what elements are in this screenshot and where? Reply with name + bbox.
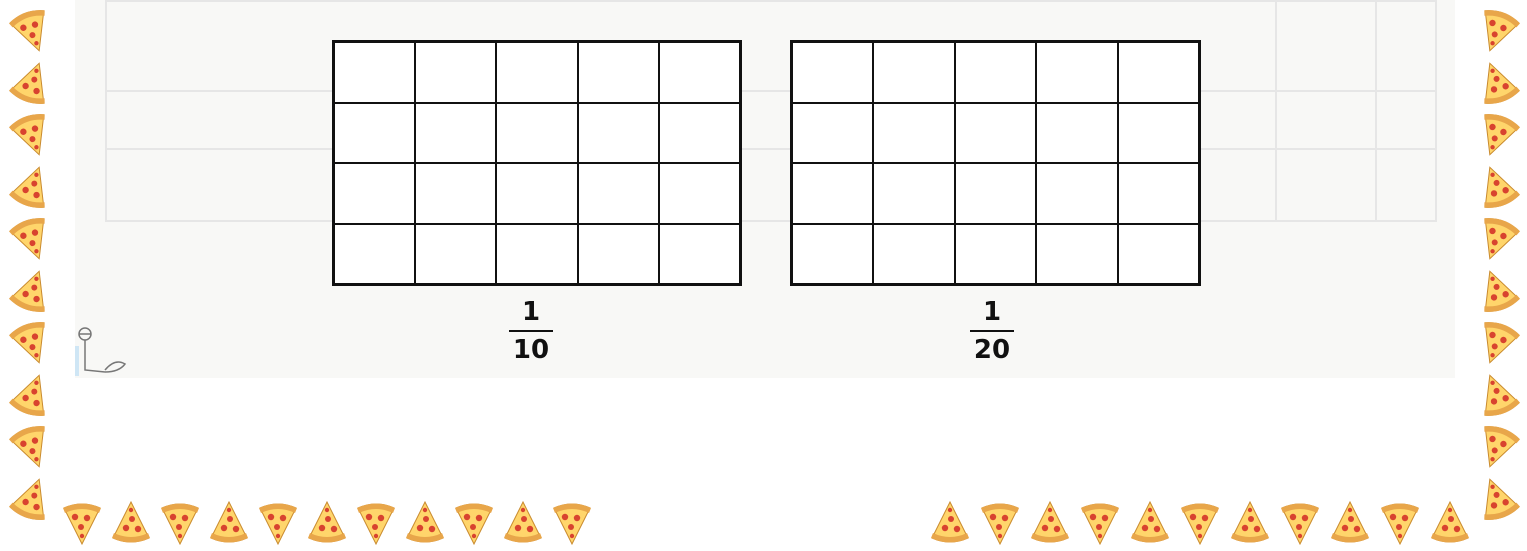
pizza-slice-icon	[1228, 500, 1272, 546]
fraction-denominator: 10	[501, 334, 561, 366]
grid-cell	[578, 103, 659, 164]
grid-cell	[1036, 163, 1117, 224]
fraction-denominator: 20	[962, 334, 1022, 366]
pizza-slice-icon	[1475, 8, 1519, 54]
pizza-slice-icon	[1475, 164, 1519, 210]
grid-cell	[334, 163, 415, 224]
pizza-slice-icon	[10, 424, 54, 470]
grid-cell	[1036, 103, 1117, 164]
grid-cell	[334, 42, 415, 103]
grid-cell	[578, 224, 659, 285]
pizza-slice-icon	[354, 500, 398, 546]
pizza-slice-icon	[1475, 60, 1519, 106]
pizza-slice-icon	[60, 500, 104, 546]
pizza-slice-icon	[10, 320, 54, 366]
grid-cell	[955, 163, 1036, 224]
grid-cell	[955, 103, 1036, 164]
sketch-doodle	[75, 320, 135, 380]
grid-cell	[1036, 224, 1117, 285]
grid-cell	[415, 42, 496, 103]
pizza-slice-icon	[550, 500, 594, 546]
pizza-slice-icon	[305, 500, 349, 546]
grid-cell	[659, 42, 740, 103]
grid-cell	[955, 224, 1036, 285]
grid-cell	[659, 163, 740, 224]
pizza-slice-icon	[501, 500, 545, 546]
grid-cell	[496, 163, 577, 224]
fraction-bar	[509, 330, 553, 332]
grid-cell	[873, 103, 954, 164]
grid-cell	[415, 163, 496, 224]
pizza-slice-icon	[1278, 500, 1322, 546]
grid-cell	[578, 163, 659, 224]
pizza-slice-icon	[1475, 372, 1519, 418]
pizza-slice-icon	[256, 500, 300, 546]
grid-cell	[792, 103, 873, 164]
grid-cell	[659, 224, 740, 285]
fraction-grid-2	[790, 40, 1201, 286]
pizza-slice-icon	[10, 372, 54, 418]
pizza-slice-icon	[1428, 500, 1472, 546]
grid-cell	[1118, 42, 1199, 103]
grid-cell	[496, 103, 577, 164]
grid-cell	[415, 224, 496, 285]
pizza-slice-icon	[978, 500, 1022, 546]
pizza-slice-icon	[1028, 500, 1072, 546]
grid-cell	[334, 103, 415, 164]
pizza-slice-icon	[10, 8, 54, 54]
pizza-slice-icon	[1475, 216, 1519, 262]
pizza-slice-icon	[10, 476, 54, 522]
grid-cell	[1118, 163, 1199, 224]
pizza-slice-icon	[158, 500, 202, 546]
pizza-slice-icon	[10, 112, 54, 158]
fraction-label-1: 1 10	[501, 296, 561, 366]
grid-cell	[873, 163, 954, 224]
pizza-slice-icon	[1328, 500, 1372, 546]
grid-cell	[659, 103, 740, 164]
grid-cell	[873, 224, 954, 285]
grid-cell	[578, 42, 659, 103]
grid-cell	[334, 224, 415, 285]
pizza-slice-icon	[10, 216, 54, 262]
pizza-slice-icon	[1475, 268, 1519, 314]
pizza-slice-icon	[1128, 500, 1172, 546]
grid-cell	[955, 42, 1036, 103]
fraction-label-2: 1 20	[962, 296, 1022, 366]
pizza-slice-icon	[109, 500, 153, 546]
pizza-slice-icon	[1475, 320, 1519, 366]
pizza-slice-icon	[928, 500, 972, 546]
grid-cell	[1118, 224, 1199, 285]
grid-cell	[415, 103, 496, 164]
pizza-slice-icon	[207, 500, 251, 546]
fraction-bar	[970, 330, 1014, 332]
pizza-slice-icon	[1078, 500, 1122, 546]
grid-cell	[792, 224, 873, 285]
grid-cell	[1036, 42, 1117, 103]
grid-cell	[496, 224, 577, 285]
fraction-numerator: 1	[501, 296, 561, 328]
grid-cell	[496, 42, 577, 103]
pizza-slice-icon	[452, 500, 496, 546]
pizza-slice-icon	[1475, 424, 1519, 470]
pizza-slice-icon	[403, 500, 447, 546]
pizza-slice-icon	[1178, 500, 1222, 546]
pizza-slice-icon	[10, 60, 54, 106]
grid-cell	[792, 163, 873, 224]
scanned-worksheet-background	[75, 0, 1455, 378]
pizza-slice-icon	[10, 268, 54, 314]
pizza-slice-icon	[1378, 500, 1422, 546]
grid-cell	[1118, 103, 1199, 164]
pizza-slice-icon	[10, 164, 54, 210]
grid-cell	[792, 42, 873, 103]
fraction-grid-1	[332, 40, 742, 286]
pizza-slice-icon	[1475, 112, 1519, 158]
fraction-numerator: 1	[962, 296, 1022, 328]
grid-cell	[873, 42, 954, 103]
pizza-slice-icon	[1475, 476, 1519, 522]
